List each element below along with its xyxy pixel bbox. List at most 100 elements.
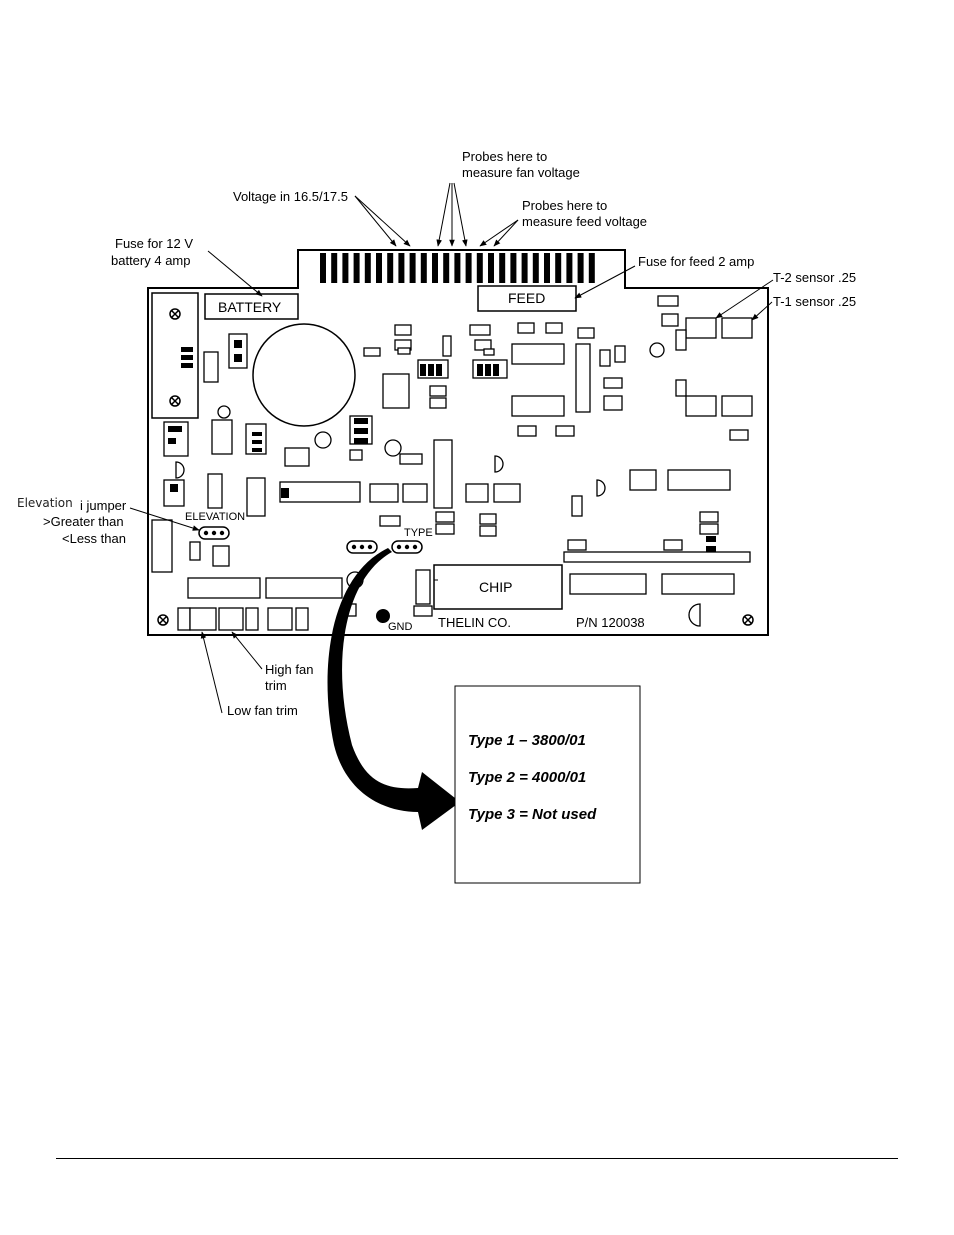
t1-sensor-label: T-1 sensor .25 [773,294,856,309]
gnd-point [376,609,390,623]
component [245,607,259,631]
component [175,461,185,479]
feed-label: FEED [508,290,545,306]
component [369,483,399,503]
component-mark [436,364,442,376]
component-mark [477,364,483,376]
component [479,525,497,537]
component [267,607,293,631]
component [469,324,491,336]
battery-holder [151,292,199,419]
elevation-label: ELEVATION [185,511,245,523]
component [511,395,565,417]
component [603,377,623,389]
probes-fan-line2: measure fan voltage [462,165,580,180]
component [151,519,173,573]
component [721,317,753,339]
elevation-overlay-label: Elevation [17,496,73,510]
connector-finger [555,253,562,283]
component [729,429,749,441]
component [429,397,447,409]
large-capacitor [252,323,356,427]
component [721,395,753,417]
component [394,324,412,336]
battery-fuse-box [204,293,299,320]
component [217,405,231,419]
high-fan-trim-line1: High fan [265,662,313,677]
component [442,335,452,357]
fuse-battery-line1: Fuse for 12 V [115,236,193,251]
component-mark [485,364,491,376]
component-mark [354,418,368,424]
component [399,453,423,465]
component-mark [420,364,426,376]
component [203,351,219,383]
connector-finger [476,253,483,283]
component [218,607,244,631]
component [435,523,455,535]
probes-feed-line2: measure feed voltage [522,214,647,229]
connector-finger [353,253,360,283]
connector-finger [465,253,472,283]
component [675,329,687,351]
component [614,345,626,363]
connector-finger [521,253,528,283]
component [349,449,363,461]
component [363,347,381,357]
component [382,373,410,409]
component [265,577,343,599]
component [667,469,731,491]
component [569,573,647,595]
type-callout-arrow [327,548,460,830]
component [483,348,495,356]
type-jumper-right [391,540,423,554]
component-mark [354,428,368,434]
component [211,419,233,455]
component [599,349,611,367]
type-line-2: Type 2 = 4000/01 [468,769,586,786]
component [279,481,361,503]
feed-fuse-box [477,285,577,312]
component-mark [252,432,262,436]
connector-finger [387,253,394,283]
connector-finger [420,253,427,283]
component [493,483,521,503]
component [314,431,332,449]
component [494,455,504,473]
component [517,322,535,334]
footer-rule [56,1158,898,1159]
elevation-jumper-line3: <Less than [62,531,126,546]
component [402,483,428,503]
component-mark [354,438,368,444]
connector-finger [320,253,326,283]
connector-finger [342,253,349,283]
connector-finger [364,253,371,283]
component [295,607,309,631]
connector-finger [499,253,506,283]
component [688,603,701,627]
component [379,515,401,527]
maker-label: THELIN CO. [438,615,511,630]
voltage-in-label: Voltage in 16.5/17.5 [233,189,348,204]
edge-connector [320,253,595,283]
component [699,511,719,523]
component-mark [234,354,242,362]
component-mark [428,364,434,376]
probes-feed-line1: Probes here to [522,198,607,213]
component [577,327,595,339]
connector-finger [443,253,450,283]
component [675,379,687,397]
t2-sensor-label: T-2 sensor .25 [773,270,856,285]
connector-finger [398,253,405,283]
component [189,607,217,631]
component [685,317,717,339]
component [661,313,679,327]
component [187,577,261,599]
component [575,343,591,413]
component-mark [170,484,178,492]
component [517,425,537,437]
connector-finger [510,253,517,283]
component [415,569,431,605]
component [511,343,565,365]
component-mark [493,364,499,376]
